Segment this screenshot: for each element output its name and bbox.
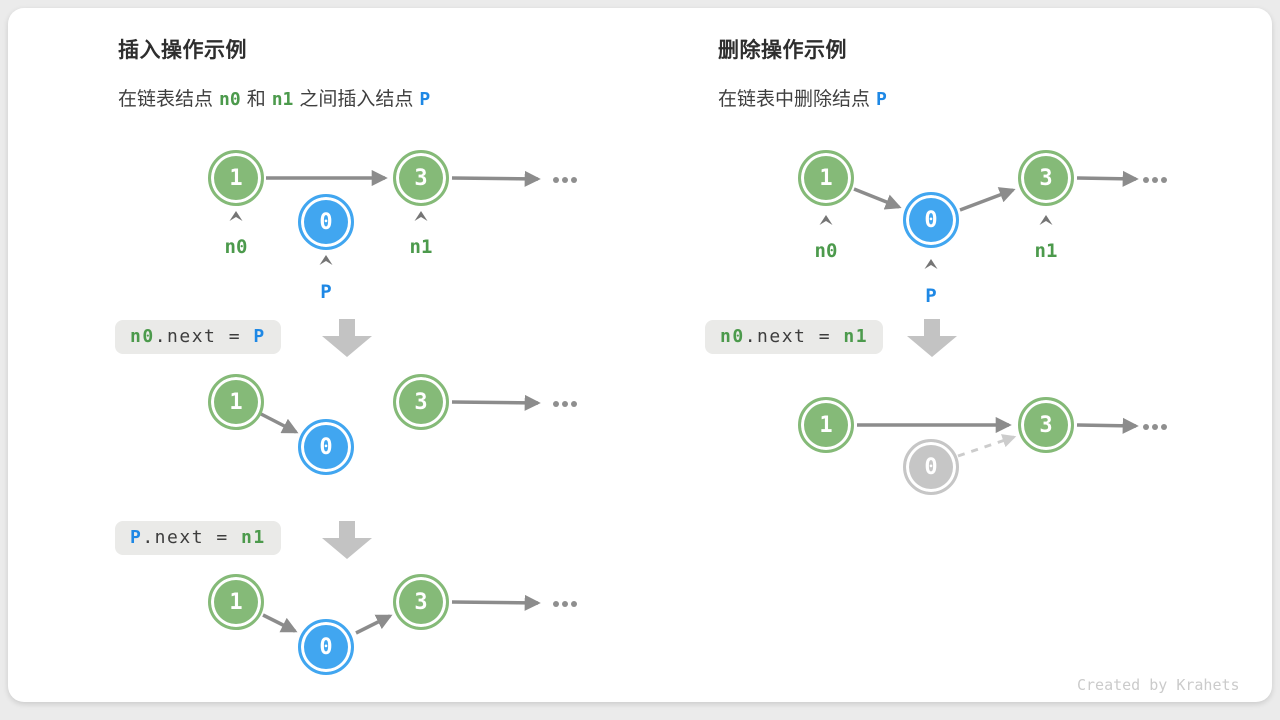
ellipsis-dot xyxy=(553,177,559,183)
ellipsis-dot xyxy=(1161,424,1167,430)
ellipsis-dot xyxy=(1143,424,1149,430)
delete-result-node-0: 0 xyxy=(903,439,959,495)
insert-step2-node-3: 3 xyxy=(393,574,449,630)
pointer-caret-icon xyxy=(229,211,243,221)
ellipsis-dot xyxy=(562,177,568,183)
step-down-arrow-icon xyxy=(907,319,957,357)
code-insert-step2: P.next = n1 xyxy=(115,521,281,555)
arrow-insert-step2-n0-to-p xyxy=(262,613,298,633)
arrow-insert-initial-n1-to-rest xyxy=(451,170,541,187)
subtitle-token-green: n1 xyxy=(271,89,294,110)
subtitle-token-blue: P xyxy=(419,89,431,110)
insert-step1-node-3: 3 xyxy=(393,374,449,430)
pointer-label-n1: n1 xyxy=(409,236,433,258)
code-token-plain: .next = xyxy=(154,326,254,347)
pointer-caret-icon xyxy=(1039,215,1053,225)
arrow-insert-step2-p-to-n1 xyxy=(355,614,393,635)
arrow-delete-initial-n0-to-p xyxy=(853,187,902,210)
step-down-arrow-icon xyxy=(322,319,372,357)
delete-result-node-1: 1 xyxy=(798,397,854,453)
pointer-caret-icon xyxy=(924,259,938,269)
code-insert-step1: n0.next = P xyxy=(115,320,281,354)
pointer-caret-icon xyxy=(319,255,333,265)
arrow-insert-step2-n1-to-rest xyxy=(451,594,541,611)
pointer-label-P: P xyxy=(320,281,332,303)
code-token-green: n1 xyxy=(843,326,869,347)
code-delete: n0.next = n1 xyxy=(705,320,884,354)
ellipsis-dot xyxy=(562,601,568,607)
insert-step1-node-1: 1 xyxy=(208,374,264,430)
insert-title: 插入操作示例 xyxy=(118,39,247,62)
subtitle-token-plain: 之间插入结点 xyxy=(299,89,414,110)
arrow-delete-result-p-to-n1-stale xyxy=(957,434,1017,458)
code-token-blue: P xyxy=(253,326,266,347)
arrow-insert-step1-n0-to-p xyxy=(260,412,299,434)
subtitle-token-plain: 在链表结点 xyxy=(118,89,214,110)
code-token-green: n0 xyxy=(720,326,745,347)
delete-result-node-3: 3 xyxy=(1018,397,1074,453)
insert-initial-node-3: 3 xyxy=(393,150,449,206)
ellipsis-dot xyxy=(1161,177,1167,183)
subtitle-token-plain: 在链表中删除结点 xyxy=(718,89,871,110)
pointer-caret-icon xyxy=(414,211,428,221)
ellipsis-dot xyxy=(553,401,559,407)
ellipsis-dot xyxy=(571,601,577,607)
delete-initial-node-1: 1 xyxy=(798,150,854,206)
ellipsis-dot xyxy=(571,401,577,407)
insert-step1-node-0: 0 xyxy=(298,419,354,475)
subtitle-token-green: n0 xyxy=(219,89,241,110)
pointer-label-n1: n1 xyxy=(1034,240,1058,262)
pointer-caret-icon xyxy=(819,215,833,225)
arrow-delete-result-n1-to-rest xyxy=(1076,417,1139,434)
code-token-plain: .next = xyxy=(142,527,242,548)
delete-initial-node-0: 0 xyxy=(903,192,959,248)
insert-step2-node-1: 1 xyxy=(208,574,264,630)
arrow-delete-initial-n1-to-rest xyxy=(1076,170,1139,187)
ellipsis-dot xyxy=(571,177,577,183)
ellipsis-dot xyxy=(1152,177,1158,183)
subtitle-token-blue: P xyxy=(876,89,887,110)
ellipsis-dot xyxy=(1152,424,1158,430)
code-token-plain: .next = xyxy=(744,326,844,347)
pointer-label-n0: n0 xyxy=(224,236,248,258)
step-down-arrow-icon xyxy=(322,521,372,559)
ellipsis-dot xyxy=(553,601,559,607)
credit-text: Created by Krahets xyxy=(1077,676,1240,694)
pointer-label-P: P xyxy=(925,285,937,307)
delete-initial-node-3: 3 xyxy=(1018,150,1074,206)
subtitle-token-plain: 和 xyxy=(246,89,266,110)
insert-initial-node-0: 0 xyxy=(298,194,354,250)
insert-step2-node-0: 0 xyxy=(298,619,354,675)
code-token-blue: P xyxy=(130,527,143,548)
arrow-delete-initial-p-to-n1 xyxy=(959,187,1016,212)
ellipsis-dot xyxy=(562,401,568,407)
ellipsis-dot xyxy=(1143,177,1149,183)
pointer-label-n0: n0 xyxy=(814,240,838,262)
code-token-green: n1 xyxy=(241,527,266,548)
delete-title: 删除操作示例 xyxy=(718,39,847,62)
arrow-insert-step1-n1-to-rest xyxy=(451,394,541,411)
insert-initial-node-1: 1 xyxy=(208,150,264,206)
code-token-green: n0 xyxy=(130,326,155,347)
